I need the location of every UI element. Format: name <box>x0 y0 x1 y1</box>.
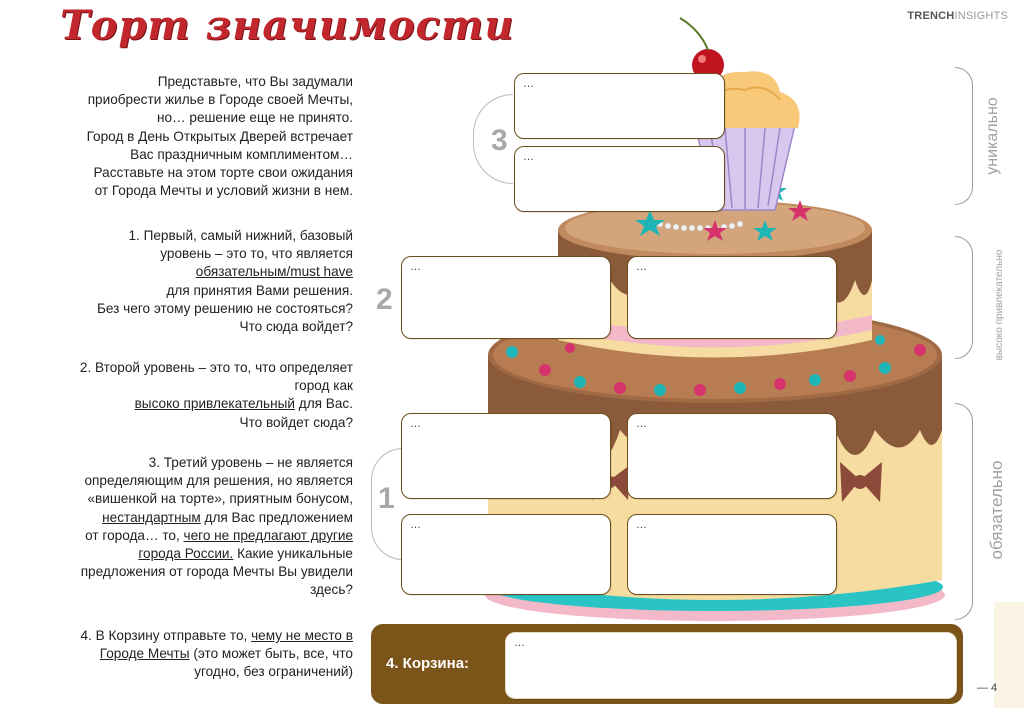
basket-label: 4. Корзина: <box>386 655 470 672</box>
level1-number: 1 <box>378 482 395 515</box>
level1-input-2[interactable]: … <box>627 413 837 499</box>
label-unique: уникально <box>984 97 1001 175</box>
level3-input-2[interactable]: … <box>514 146 725 212</box>
unique-bracket <box>955 67 973 205</box>
attractive-bracket <box>955 236 973 359</box>
side-strip <box>994 602 1024 708</box>
intro-text: Представьте, что Вы задумали приобрести … <box>86 74 353 199</box>
step3-text: 3. Третий уровень – не является определя… <box>80 455 353 598</box>
level3-input-1[interactable]: … <box>514 73 725 139</box>
page-number: — 4 <box>977 682 998 694</box>
brand-logo: TRENCHINSIGHTS <box>907 10 1008 22</box>
basket-input[interactable]: … <box>505 632 957 699</box>
label-attractive: высоко привлекательно <box>994 249 1005 361</box>
mandatory-bracket <box>955 403 973 620</box>
level2-input-2[interactable]: … <box>627 256 837 339</box>
step4-text: 4. В Корзину отправьте то, чему не место… <box>80 628 353 680</box>
page-title: Торт значимости <box>60 2 515 49</box>
level2-input-1[interactable]: … <box>401 256 611 339</box>
level3-number: 3 <box>491 124 508 157</box>
step2-text: 2. Второй уровень – это то, что определя… <box>79 360 353 430</box>
cake-beads <box>506 335 926 396</box>
level1-input-1[interactable]: … <box>401 413 611 499</box>
level1-input-3[interactable]: … <box>401 514 611 595</box>
step1-text: 1. Первый, самый нижний, базовый уровень… <box>96 228 353 335</box>
level1-input-4[interactable]: … <box>627 514 837 595</box>
label-mandatory: обязательно <box>987 460 1006 560</box>
level2-number: 2 <box>376 283 393 316</box>
